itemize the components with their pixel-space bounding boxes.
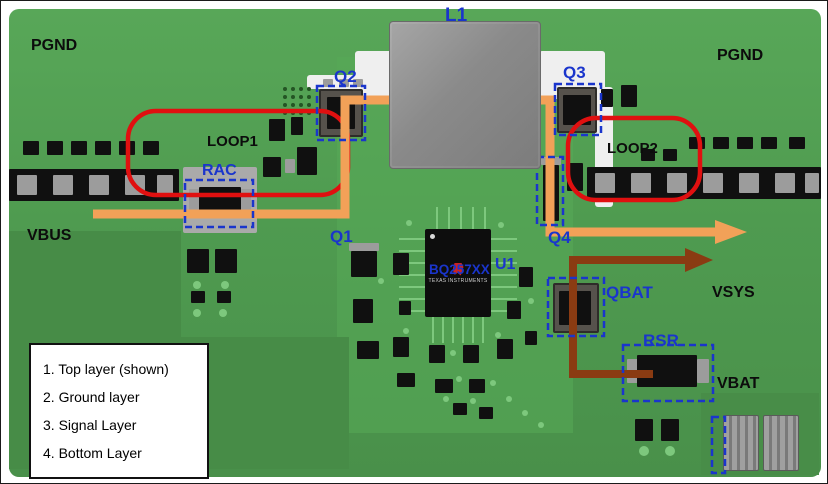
smd-component xyxy=(663,149,677,161)
smd-component xyxy=(187,249,209,273)
connector-pad xyxy=(703,173,723,193)
smd-component xyxy=(47,141,63,155)
label-qbat: QBAT xyxy=(606,283,653,302)
rac-resistor xyxy=(199,187,241,213)
label-loop1: LOOP1 xyxy=(207,133,258,150)
smd-component xyxy=(71,141,87,155)
smd-component xyxy=(297,147,317,175)
smd-component xyxy=(497,339,513,359)
smd-component xyxy=(397,373,415,387)
smd-component xyxy=(399,301,411,315)
smd-component xyxy=(789,137,805,149)
qbat-fet-body xyxy=(559,291,591,325)
connector-pad xyxy=(157,175,173,195)
smd-component xyxy=(519,267,533,287)
label-q3: Q3 xyxy=(563,63,586,82)
connector-pad xyxy=(53,175,73,195)
layer-legend: 1. Top layer (shown) 2. Ground layer 3. … xyxy=(29,343,209,479)
smd-component xyxy=(95,141,111,155)
ti-logo-text: Texas Instruments xyxy=(428,277,488,284)
label-l1: L1 xyxy=(445,5,468,26)
electrolytic-capacitor xyxy=(763,415,799,471)
smd-component xyxy=(217,291,231,303)
legend-item-4: 4. Bottom Layer xyxy=(43,445,142,461)
q2-fet-body xyxy=(327,97,355,129)
connector-pad xyxy=(739,173,759,193)
smd-component xyxy=(429,345,445,363)
label-vbus: VBUS xyxy=(27,227,72,244)
smd-component xyxy=(601,89,613,107)
smd-component xyxy=(713,137,729,149)
label-rsr: RSR xyxy=(643,331,679,350)
smd-component xyxy=(393,253,409,275)
connector-pad xyxy=(631,173,651,193)
smd-component xyxy=(689,137,705,149)
label-pgnd-right: PGND xyxy=(717,47,764,64)
smd-component xyxy=(357,341,379,359)
smd-component xyxy=(469,379,485,393)
smd-component xyxy=(263,157,281,177)
smd-pad xyxy=(349,243,379,251)
legend-item-1: 1. Top layer (shown) xyxy=(43,361,169,377)
connector-pad xyxy=(805,173,819,193)
label-rac: RAC xyxy=(202,162,237,179)
smd-component xyxy=(661,419,679,441)
rac-pad xyxy=(189,189,199,211)
rsr-sense-resistor xyxy=(637,355,697,387)
smd-component xyxy=(621,85,637,107)
label-q4: Q4 xyxy=(548,228,571,247)
smd-component xyxy=(479,407,493,419)
connector-pad xyxy=(775,173,795,193)
q1-fet xyxy=(351,251,377,277)
label-pgnd-left: PGND xyxy=(31,37,78,54)
rsr-pad xyxy=(697,359,709,383)
label-vbat: VBAT xyxy=(717,375,760,392)
label-bq257xx: BQ257XX xyxy=(429,262,490,277)
rac-pad xyxy=(241,189,251,211)
connector-pad xyxy=(667,173,687,193)
connector-pad xyxy=(125,175,145,195)
smd-component xyxy=(291,117,303,135)
legend-item-3: 3. Signal Layer xyxy=(43,417,137,433)
smd-pad xyxy=(353,79,363,87)
smd-component xyxy=(453,403,467,415)
label-q1: Q1 xyxy=(330,227,353,246)
label-u1: U1 xyxy=(495,256,516,273)
smd-component xyxy=(269,119,285,141)
smd-component xyxy=(353,299,373,323)
smd-pad xyxy=(323,79,333,87)
smd-component xyxy=(435,379,453,393)
connector-pad xyxy=(89,175,109,195)
smd-component xyxy=(507,301,521,319)
smd-component xyxy=(393,337,409,357)
label-loop2: LOOP2 xyxy=(607,140,658,157)
smd-component xyxy=(761,137,777,149)
via-grid xyxy=(283,87,311,115)
q3-fet-body xyxy=(563,95,591,125)
smd-component xyxy=(737,137,753,149)
smd-pad xyxy=(285,159,295,173)
smd-component xyxy=(525,331,537,345)
l1-inductor xyxy=(389,21,541,169)
label-vsys: VSYS xyxy=(712,284,755,301)
smd-pad xyxy=(541,157,561,165)
smd-pad xyxy=(339,79,349,87)
connector-pad xyxy=(17,175,37,195)
label-q2: Q2 xyxy=(334,67,357,86)
ti-logo-icon xyxy=(452,262,464,276)
legend-item-2: 2. Ground layer xyxy=(43,389,140,405)
smd-component xyxy=(23,141,39,155)
smd-component xyxy=(463,345,479,363)
smd-component xyxy=(635,419,653,441)
q4-fet xyxy=(543,165,559,221)
smd-component xyxy=(567,163,583,191)
electrolytic-capacitor xyxy=(723,415,759,471)
ic-bq257xx: Texas Instruments xyxy=(425,229,491,317)
smd-component xyxy=(215,249,237,273)
smd-component xyxy=(119,141,135,155)
smd-component xyxy=(143,141,159,155)
smd-component xyxy=(191,291,205,303)
connector-pad xyxy=(595,173,615,193)
